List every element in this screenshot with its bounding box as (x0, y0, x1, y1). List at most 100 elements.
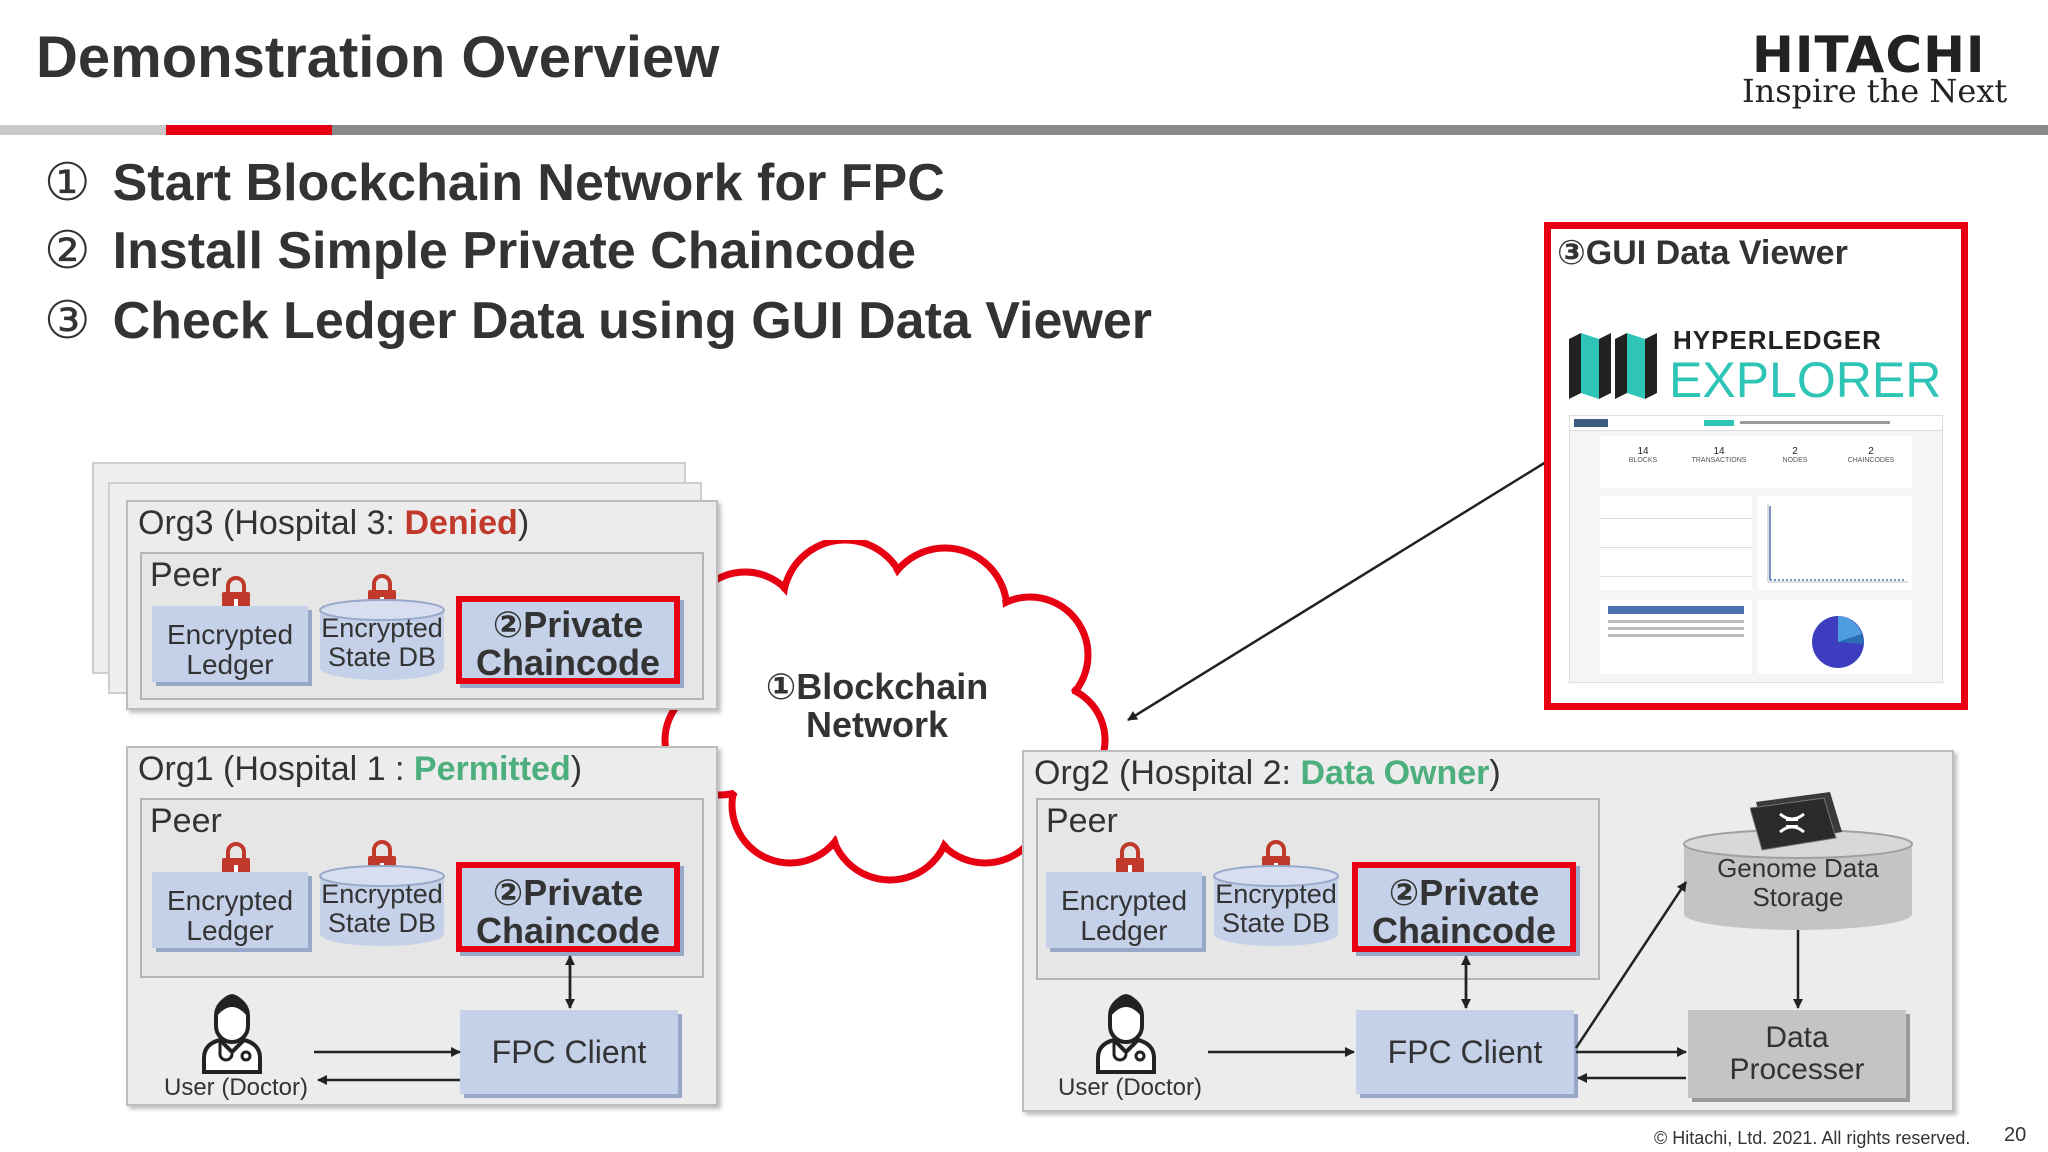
statedb-line2: State DB (1221, 908, 1331, 938)
org1-title: Org1 (Hospital 1 : Permitted) (138, 750, 582, 789)
org2-user-label: User (Doctor) (1058, 1074, 1203, 1101)
org3-encrypted-ledger: Encrypted Ledger (152, 606, 308, 682)
statedb-line1: Encrypted (321, 613, 443, 643)
org1-encrypted-ledger: Encrypted Ledger (152, 872, 308, 948)
stat-transactions: 14 TRANSACTIONS (1684, 446, 1754, 464)
org1-private-chaincode: ②Private Chaincode (456, 862, 680, 952)
peer-label: Peer (150, 802, 222, 840)
org-title-suffix: ) (1489, 754, 1501, 792)
copyright: © Hitachi, Ltd. 2021. All rights reserve… (1654, 1128, 1971, 1148)
ledger-line2: Ledger (1080, 915, 1168, 946)
chaincode-line1: ②Private (492, 604, 644, 645)
org-title-suffix: ) (570, 750, 583, 788)
explorer-nav-items (1740, 421, 1890, 424)
explorer-text: EXPLORER (1669, 352, 1942, 408)
org2-title: Org2 (Hospital 2: Data Owner) (1034, 754, 1501, 793)
chaincode-line2: Chaincode (475, 910, 661, 951)
statedb-line2: State DB (327, 642, 437, 672)
viewer-label: ③GUI Data Viewer (1557, 234, 1848, 272)
hitachi-logo: HITACHI (1752, 26, 1986, 84)
explorer-line-chart (1758, 496, 1912, 590)
stat-chaincodes: 2 CHAINCODES (1836, 446, 1906, 464)
step-number: ③ (44, 292, 91, 350)
explorer-stats-row: 14 BLOCKS 14 TRANSACTIONS 2 NODES 2 CHAI… (1600, 436, 1912, 488)
org1-user-label: User (Doctor) (164, 1074, 309, 1101)
slide-title: Demonstration Overview (36, 25, 720, 90)
org2-fpc-client: FPC Client (1356, 1010, 1574, 1094)
peer-label: Peer (1046, 802, 1118, 840)
dna-data-icon (1750, 792, 1842, 851)
ledger-line1: Encrypted (166, 619, 294, 650)
stat-label: NODES (1782, 457, 1808, 464)
network-label-line2: Network (805, 704, 949, 745)
org3-private-chaincode: ②Private Chaincode (456, 596, 680, 684)
explorer-pie-chart (1758, 600, 1912, 674)
ledger-line2: Ledger (186, 649, 274, 680)
genome-data-storage: Genome Data Storage (1682, 854, 1914, 912)
org3-encrypted-state-db: Encrypted State DB (316, 614, 448, 672)
chaincode-line1: ②Private (492, 872, 644, 913)
stat-value: 14 (1637, 446, 1649, 457)
stat-label: CHAINCODES (1847, 457, 1895, 464)
org2-private-chaincode: ②Private Chaincode (1352, 862, 1576, 952)
hyperledger-text: HYPERLEDGER (1673, 325, 1882, 355)
org3-title: Org3 (Hospital 3: Denied) (138, 504, 529, 543)
processor-line1: Data (1765, 1021, 1829, 1054)
org2-encrypted-state-db: Encrypted State DB (1210, 880, 1342, 938)
org1-status: Permitted (413, 750, 571, 788)
step-3: ③ Check Ledger Data using GUI Data Viewer (44, 291, 1152, 351)
explorer-nav-logo (1574, 419, 1608, 427)
stat-value: 2 (1868, 446, 1874, 457)
org3-status: Denied (404, 504, 518, 542)
doctor-user-icon (202, 994, 262, 1074)
data-processor: Data Processer (1688, 1010, 1906, 1098)
storage-line2: Storage (1752, 882, 1844, 912)
step-text: Start Blockchain Network for FPC (112, 154, 945, 212)
header-divider-left (0, 125, 166, 135)
page-number: 20 (2004, 1124, 2027, 1146)
stat-label: BLOCKS (1628, 457, 1658, 464)
database-cylinder-icon (1213, 865, 1339, 946)
org1-fpc-client: FPC Client (460, 1010, 678, 1094)
statedb-line1: Encrypted (1215, 879, 1337, 909)
explorer-block-panel (1600, 600, 1752, 674)
hyperledger-explorer-logo-icon (1569, 333, 1657, 399)
statedb-line1: Encrypted (321, 879, 443, 909)
org1-encrypted-state-db: Encrypted State DB (316, 880, 448, 938)
ledger-line1: Encrypted (166, 885, 294, 916)
step-number: ② (44, 222, 91, 280)
explorer-nav-active (1704, 420, 1734, 426)
explorer-screenshot: 14 BLOCKS 14 TRANSACTIONS 2 NODES 2 CHAI… (1569, 415, 1943, 683)
hitachi-tagline: Inspire the Next (1742, 72, 2008, 110)
org2-status: Data Owner (1300, 754, 1490, 792)
chaincode-line1: ②Private (1388, 872, 1540, 913)
database-cylinder-icon (319, 599, 445, 680)
stat-nodes: 2 NODES (1760, 446, 1830, 464)
peer-label: Peer (150, 556, 222, 594)
stat-blocks: 14 BLOCKS (1608, 446, 1678, 464)
step-text: Install Simple Private Chaincode (112, 222, 916, 280)
doctor-user-icon (1096, 994, 1156, 1074)
explorer-peers-panel (1600, 496, 1752, 590)
step-1: ① Start Blockchain Network for FPC (44, 153, 945, 213)
statedb-line2: State DB (327, 908, 437, 938)
step-2: ② Install Simple Private Chaincode (44, 221, 916, 281)
processor-line2: Processer (1729, 1053, 1865, 1086)
chaincode-line2: Chaincode (1371, 910, 1557, 951)
explorer-navbar (1570, 416, 1942, 431)
step-text: Check Ledger Data using GUI Data Viewer (112, 292, 1152, 350)
ledger-line1: Encrypted (1060, 885, 1188, 916)
org2-encrypted-ledger: Encrypted Ledger (1046, 872, 1202, 948)
ledger-line2: Ledger (186, 915, 274, 946)
header-divider (0, 125, 2048, 135)
network-label-line1: ①Blockchain (765, 666, 989, 707)
database-cylinder-icon (319, 865, 445, 946)
blockchain-network-label: ①Blockchain Network (762, 668, 992, 744)
org-title-suffix: ) (517, 504, 530, 542)
header-divider-accent (166, 125, 332, 135)
stat-value: 2 (1792, 446, 1798, 457)
stat-label: TRANSACTIONS (1691, 457, 1747, 464)
step-number: ① (44, 154, 91, 212)
org-title-prefix: Org2 (Hospital 2: (1034, 754, 1301, 792)
org-title-prefix: Org3 (Hospital 3: (138, 504, 405, 542)
